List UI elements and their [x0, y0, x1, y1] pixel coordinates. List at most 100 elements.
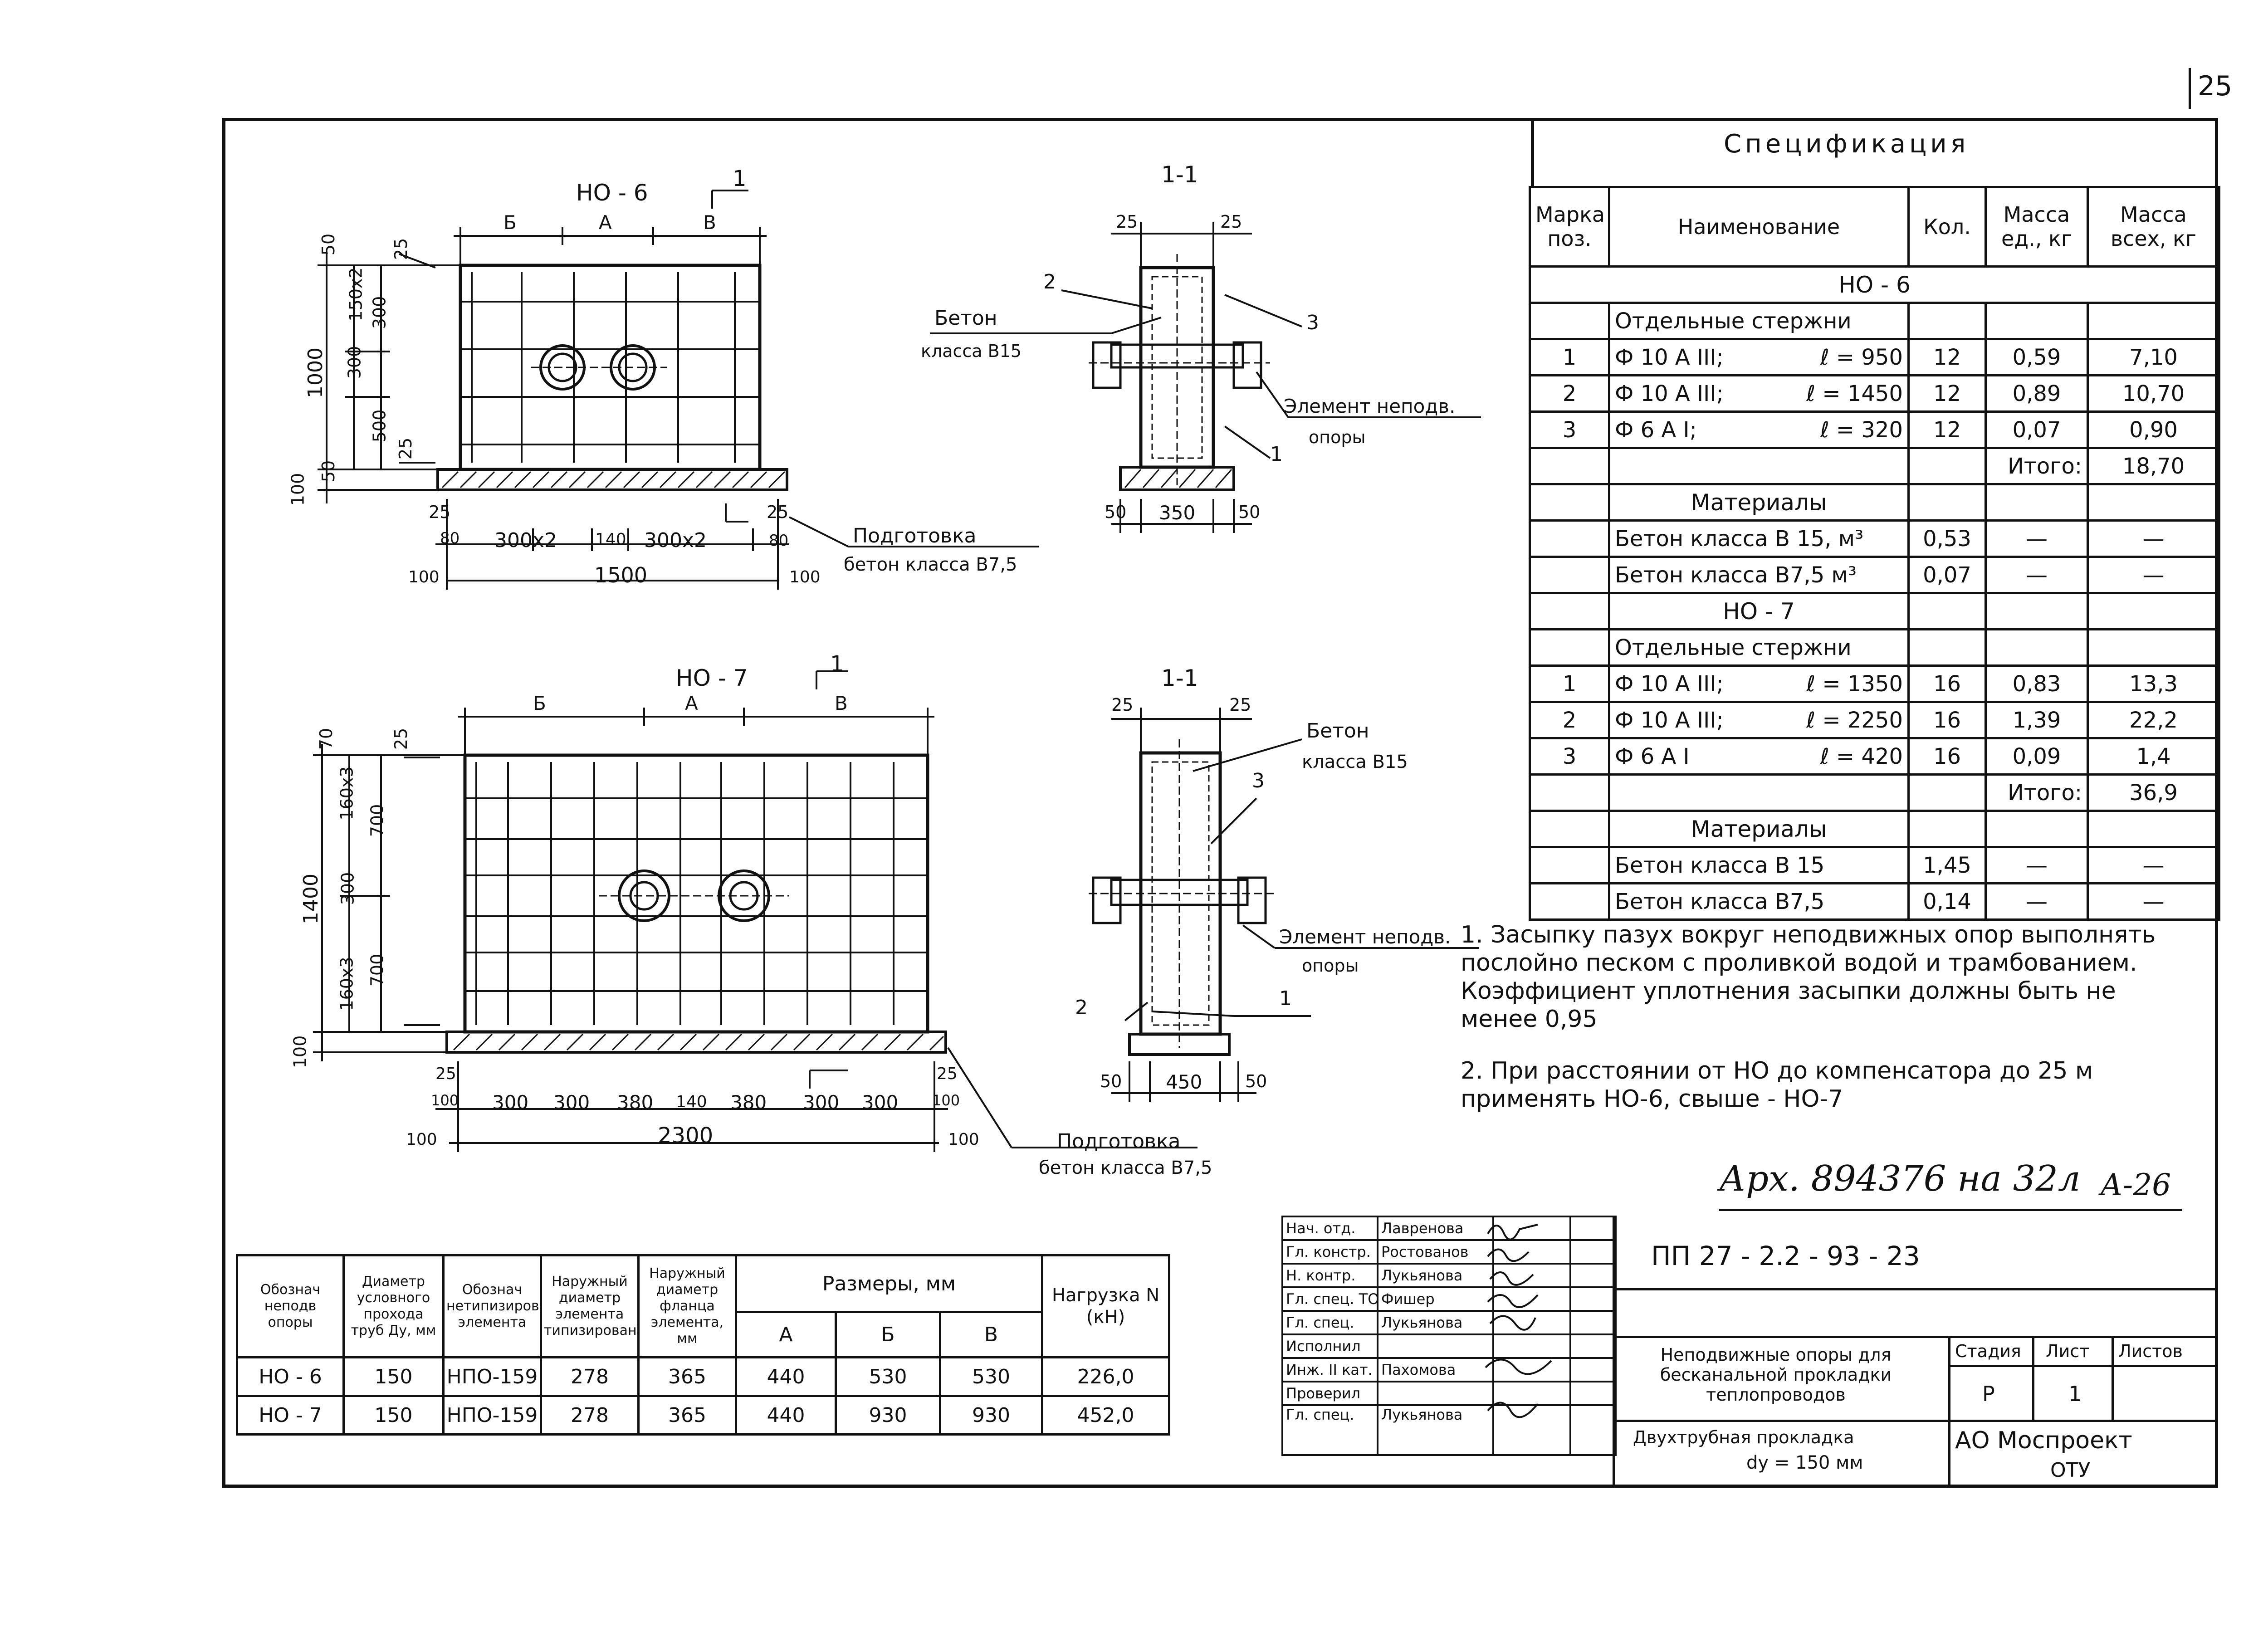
no6-section-drawing [930, 222, 1481, 533]
no7-dim-left-70: 70 [316, 728, 337, 750]
spec-row-rebar: Ф 10 А III; [1615, 344, 1724, 370]
spec-row-rebar: Ф 6 А I; [1615, 417, 1697, 443]
no6-dim-left-300b: 300 [369, 296, 390, 329]
no7-dim-left-300: 300 [337, 872, 358, 905]
no6-dim-left-150x2: 150x2 [346, 267, 366, 322]
spec-row-qty: 12 [1907, 338, 1987, 376]
signer-role: Проверил [1281, 1381, 1378, 1406]
spec-row-unit: 0,89 [1984, 374, 2089, 413]
no6-dim-left-500: 500 [369, 409, 390, 443]
no7-element-label: Элемент неподв. [1279, 926, 1451, 948]
spec-row-pos: 1 [1529, 338, 1610, 376]
signer-role: Исполнил [1281, 1334, 1378, 1359]
spec-row-total: 1,4 [2087, 737, 2220, 776]
tb-line-4 [1948, 1365, 2218, 1367]
spec-row-length: ℓ = 950 [1820, 344, 1903, 370]
spec-material-unit: — [1984, 882, 2089, 921]
no6-sec-dim-50-left: 50 [1105, 502, 1127, 522]
sizes-cell: НПО-159 [442, 1395, 542, 1436]
no7-concrete-class: класса В15 [1302, 752, 1408, 772]
spec-material-name: Бетон класса В 15, м³ [1608, 519, 1910, 558]
no7-section-title: 1-1 [1161, 665, 1198, 691]
no6-sec-dim-25-left: 25 [1116, 212, 1138, 232]
no7-dim-a: А [685, 692, 698, 714]
sizes-cell: 930 [835, 1395, 941, 1436]
signer-signature [1492, 1239, 1571, 1265]
spec-total-label: Итого: [1984, 447, 2089, 485]
no6-dim-a: А [599, 211, 612, 234]
no7-dim-bottom-300d: 300 [862, 1091, 899, 1114]
stage-label: Стадия [1955, 1341, 2021, 1361]
spec-row-unit: 0,09 [1984, 737, 2089, 776]
spec-material-total: — [2087, 882, 2220, 921]
archive-underline [1719, 1209, 2182, 1211]
spec-subtitle: Отдельные стержни [1608, 628, 1910, 667]
spec-header-qty: Кол. [1907, 186, 1987, 268]
doc-subdescription-1: Двухтрубная прокладка [1633, 1427, 1854, 1447]
no6-dim-left-50b: 50 [318, 460, 339, 483]
spec-row-pos: 1 [1529, 664, 1610, 703]
signer-name: Пахомова [1377, 1357, 1494, 1382]
spec-material-unit: — [1984, 846, 2089, 884]
sizes-cell: 930 [938, 1395, 1044, 1436]
signer-name: Лукьянова [1377, 1263, 1494, 1288]
signer-role: Нач. отд. [1281, 1216, 1378, 1241]
title-block-signers: Нач. отд.Лавренова Гл. констр.Ростованов… [1281, 1216, 1617, 1456]
no7-dim-bottom-300c: 300 [803, 1091, 840, 1114]
spec-total-value: 18,70 [2087, 447, 2220, 485]
sheet-value: 1 [2068, 1382, 2082, 1406]
doc-description: Неподвижные опоры для бесканальной прокл… [1660, 1345, 1892, 1405]
no7-concrete-label: Бетон [1306, 719, 1369, 742]
no7-dim-left-160x3: 160x3 [337, 766, 357, 821]
sheets-label: Листов [2118, 1341, 2183, 1361]
sizes-header-flange: Наружный диаметр фланца элемента, мм [637, 1254, 737, 1358]
no6-concrete-class: класса В15 [921, 341, 1022, 361]
sizes-cell: НПО-159 [442, 1356, 542, 1397]
sizes-header-outer-diameter: Наружный диаметр элемента типизирован [540, 1254, 640, 1358]
no7-dim-bottom-25: 25 [435, 1065, 456, 1083]
no7-cut-mark: 1 [830, 651, 844, 677]
spec-row-length: ℓ = 1450 [1806, 381, 1903, 406]
spec-total-value: 36,9 [2087, 773, 2220, 812]
no7-dim-left-100: 100 [290, 1035, 310, 1069]
no7-sec-dim-450: 450 [1166, 1071, 1202, 1093]
signer-name: Фишер [1377, 1286, 1494, 1312]
no6-callout-1: 1 [1270, 443, 1283, 466]
sizes-cell: 530 [938, 1356, 1044, 1397]
no7-dim-bottom-2300: 2300 [658, 1123, 714, 1148]
no6-dim-left-100: 100 [288, 473, 308, 506]
no6-dim-left-25: 25 [396, 437, 416, 460]
no7-dim-bottom-380a: 380 [617, 1091, 654, 1114]
no7-dim-bottom-300b: 300 [553, 1091, 590, 1114]
sizes-header-diameter: Диаметр условного прохода труб Ду, мм [342, 1254, 445, 1358]
spec-title: Спецификация [1724, 129, 1970, 159]
spec-row-qty: 12 [1907, 374, 1987, 413]
sizes-header-support: Обознач неподв опоры [236, 1254, 345, 1358]
no7-sec-dim-50-right: 50 [1245, 1071, 1267, 1091]
spec-material-name: Бетон класса В7,5 [1608, 882, 1910, 921]
spec-row-length: ℓ = 2250 [1806, 707, 1903, 733]
signer-name [1377, 1334, 1494, 1359]
stage-value: Р [1982, 1382, 1995, 1406]
spec-header-total-mass: Масса всех, кг [2087, 186, 2220, 268]
spec-row-qty: 16 [1907, 664, 1987, 703]
spec-material-qty: 0,14 [1907, 882, 1987, 921]
no6-dim-left-50: 50 [318, 233, 339, 256]
no7-dim-bottom-25b: 25 [937, 1065, 958, 1083]
spec-row-unit: 0,07 [1984, 410, 2089, 449]
no6-dim-left-1000: 1000 [303, 347, 327, 398]
no6-sec-dim-50-right: 50 [1238, 502, 1261, 522]
spec-title-frame [1531, 118, 2218, 186]
signer-role: Н. контр. [1281, 1263, 1378, 1288]
archive-note: Арх. 894376 на 32л [1719, 1158, 2081, 1199]
sizes-cell: 150 [342, 1395, 445, 1436]
no7-dim-left-700b: 700 [367, 953, 387, 987]
no6-concrete-label: Бетон [934, 307, 997, 330]
spec-section-title: НО - 6 [1529, 265, 2220, 304]
signer-role: Гл. спец. [1281, 1310, 1378, 1335]
spec-header-name: Наименование [1608, 186, 1910, 268]
spec-row-length: ℓ = 320 [1820, 417, 1903, 443]
no6-dim-bottom-300x2b: 300x2 [644, 529, 707, 552]
